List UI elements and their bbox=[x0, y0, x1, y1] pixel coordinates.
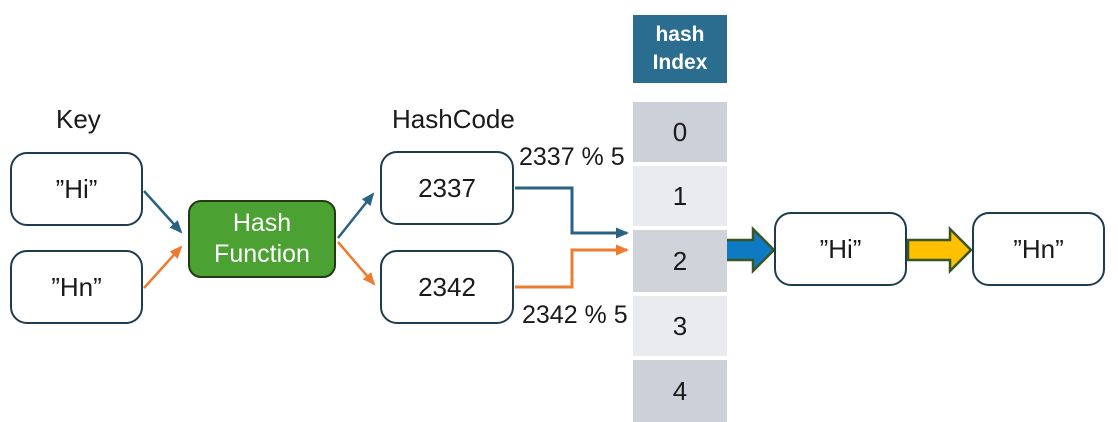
chain-box-hn: ”Hn” bbox=[972, 212, 1105, 286]
hash-function-label: Hash Function bbox=[214, 208, 310, 268]
block-arrow-hi-to-hn bbox=[906, 225, 973, 275]
mod-annotation-2342: 2342 % 5 bbox=[522, 301, 628, 329]
hash-cell-1: 1 bbox=[633, 166, 727, 226]
arrow-2342-to-index2 bbox=[515, 244, 629, 289]
hashcode-box-2337: 2337 bbox=[380, 151, 514, 225]
hash-cell-3-label: 3 bbox=[672, 310, 688, 341]
arrow-hashfn-to-2342 bbox=[337, 241, 376, 286]
hashcode-column-label: HashCode bbox=[392, 104, 515, 134]
hash-cell-3: 3 bbox=[633, 296, 727, 356]
arrow-hashfn-to-2337 bbox=[337, 192, 375, 239]
chain-box-hn-label: ”Hn” bbox=[1013, 233, 1064, 264]
hash-cell-0: 0 bbox=[633, 102, 727, 162]
hash-cell-4-label: 4 bbox=[672, 375, 688, 406]
hash-cell-2-label: 2 bbox=[672, 245, 688, 276]
hashcode-box-2342: 2342 bbox=[380, 250, 514, 324]
key-box-hi-label: ”Hi” bbox=[55, 173, 98, 204]
key-box-hn-label: ”Hn” bbox=[51, 271, 102, 302]
hash-cell-2: 2 bbox=[633, 230, 727, 292]
hash-index-table-header: hash Index bbox=[633, 15, 727, 83]
arrow-2337-to-index2 bbox=[515, 186, 629, 239]
hashcode-2342-value: 2342 bbox=[418, 271, 476, 302]
hash-cell-1-label: 1 bbox=[672, 180, 688, 211]
arrow-hi-to-hashfn bbox=[143, 190, 183, 234]
hash-function-box: Hash Function bbox=[188, 200, 336, 278]
key-box-hi: ”Hi” bbox=[10, 152, 143, 226]
key-box-hn: ”Hn” bbox=[10, 250, 143, 324]
hash-cell-0-label: 0 bbox=[672, 116, 688, 147]
key-column-label: Key bbox=[56, 104, 101, 134]
mod-annotation-2337: 2337 % 5 bbox=[519, 143, 625, 171]
arrow-hn-to-hashfn bbox=[143, 245, 183, 289]
hashcode-2337-value: 2337 bbox=[418, 172, 476, 203]
hash-index-header-label: hash Index bbox=[652, 22, 708, 74]
hash-cell-4: 4 bbox=[633, 360, 727, 422]
chain-box-hi: ”Hi” bbox=[774, 212, 907, 286]
chain-box-hi-label: ”Hi” bbox=[819, 233, 862, 264]
